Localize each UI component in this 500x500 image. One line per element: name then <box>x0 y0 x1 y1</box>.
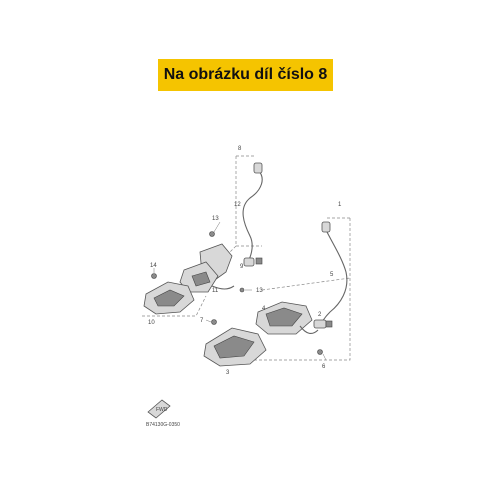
callout-11: 11 <box>212 288 219 294</box>
banner-text: Na obrázku díl číslo 8 <box>163 66 328 83</box>
lamp-lens-4 <box>265 307 303 327</box>
screw-14 <box>151 273 157 279</box>
wire-connector-5-top <box>321 221 331 233</box>
wire-harness-12 <box>242 169 263 263</box>
lower-assembly <box>203 217 351 367</box>
upper-assembly <box>142 155 263 317</box>
part-1-frame <box>218 217 351 361</box>
lamp-wire-11 <box>211 285 235 290</box>
callout-4: 4 <box>262 306 266 312</box>
wire-connector-2 <box>313 319 327 329</box>
part-8-frame <box>227 155 262 255</box>
lens-10 <box>153 289 185 307</box>
wire-connector-bottom <box>243 257 255 267</box>
leader-13-upper <box>213 221 221 233</box>
leader-6 <box>322 353 327 361</box>
fwd-label: FWD <box>156 407 168 413</box>
screw-6 <box>317 349 323 355</box>
screw-7 <box>211 319 217 325</box>
callout-13-lower: 13 <box>256 288 263 294</box>
lens-3 <box>213 335 255 359</box>
screw-13-lower <box>239 287 245 293</box>
screw-13-upper <box>209 231 215 237</box>
fwd-arrow-shape <box>147 399 171 419</box>
connector-plug <box>255 257 263 265</box>
callout-1: 1 <box>338 202 342 208</box>
callout-14: 14 <box>150 263 157 269</box>
fwd-arrow: FWD <box>147 399 171 419</box>
callout-5: 5 <box>330 272 334 278</box>
callout-6: 6 <box>322 364 326 370</box>
callout-10: 10 <box>148 320 155 326</box>
callout-9: 9 <box>240 264 244 270</box>
callout-3: 3 <box>226 370 230 376</box>
lamp-wire-4 <box>299 325 319 335</box>
part-10-frame <box>142 295 207 317</box>
callout-2: 2 <box>318 312 322 318</box>
wire-connector-top <box>253 162 263 174</box>
part-number-banner: Na obrázku díl číslo 8 <box>158 59 333 91</box>
callout-8: 8 <box>238 146 242 152</box>
diagram-code: B74130G-0350 <box>146 422 180 428</box>
connector-plug-2 <box>325 320 333 328</box>
leader-7 <box>205 319 212 323</box>
wire-harness-5 <box>319 229 348 327</box>
callout-7: 7 <box>200 318 204 324</box>
lamp-lens-11 <box>191 271 211 287</box>
callout-13-upper: 13 <box>212 216 219 222</box>
callout-12: 12 <box>234 202 241 208</box>
